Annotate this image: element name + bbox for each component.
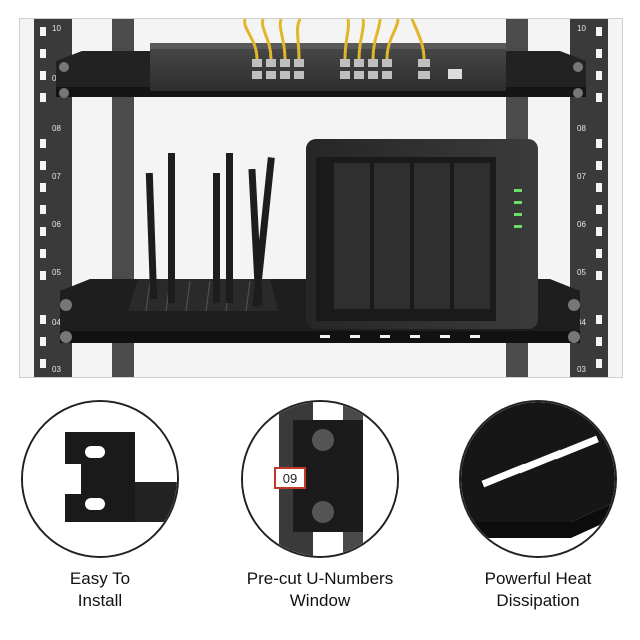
u-label: 10 xyxy=(577,24,586,33)
caption-line: Window xyxy=(289,591,351,610)
nas-enclosure xyxy=(306,139,538,329)
feature-caption: Pre-cut U-Numbers Window xyxy=(240,568,400,612)
u-number-window xyxy=(274,467,306,489)
u-label: 03 xyxy=(577,365,586,374)
u-number-window-closeup: 09 xyxy=(241,400,399,558)
feature-caption: Easy To Install xyxy=(20,568,180,612)
caption-line: Pre-cut U-Numbers xyxy=(246,569,394,588)
feature-u-number-window: 09 Pre-cut U-Numbers Window xyxy=(240,400,400,612)
u-label: 08 xyxy=(52,124,61,133)
u-label: 08 xyxy=(577,124,586,133)
caption-line: Install xyxy=(77,591,123,610)
network-switch xyxy=(150,19,506,91)
u-label: 06 xyxy=(52,220,61,229)
heat-dissipation-closeup xyxy=(459,400,617,558)
u-label: 05 xyxy=(52,268,61,277)
rack-scene: 10 09 08 07 06 05 04 03 10 09 08 07 06 0… xyxy=(20,19,622,377)
caption-line: Dissipation xyxy=(496,591,580,610)
feature-heat-dissipation: Powerful Heat Dissipation xyxy=(458,400,618,612)
product-photo: 10 09 08 07 06 05 04 03 10 09 08 07 06 0… xyxy=(19,18,623,378)
u-label: 03 xyxy=(52,365,61,374)
caption-line: Powerful Heat xyxy=(484,569,592,588)
u-label: 04 xyxy=(52,318,61,327)
wifi-router xyxy=(128,153,278,312)
easy-install-closeup xyxy=(21,400,179,558)
window-label: 09 xyxy=(283,471,297,486)
u-label: 04 xyxy=(577,318,586,327)
u-label: 05 xyxy=(577,268,586,277)
feature-caption: Powerful Heat Dissipation xyxy=(458,568,618,612)
u-label: 07 xyxy=(52,172,61,181)
u-label: 06 xyxy=(577,220,586,229)
patch-cables xyxy=(243,19,426,60)
u-label: 10 xyxy=(52,24,61,33)
caption-line: Easy To xyxy=(69,569,131,588)
u-label: 07 xyxy=(577,172,586,181)
feature-easy-install: Easy To Install xyxy=(20,400,180,612)
